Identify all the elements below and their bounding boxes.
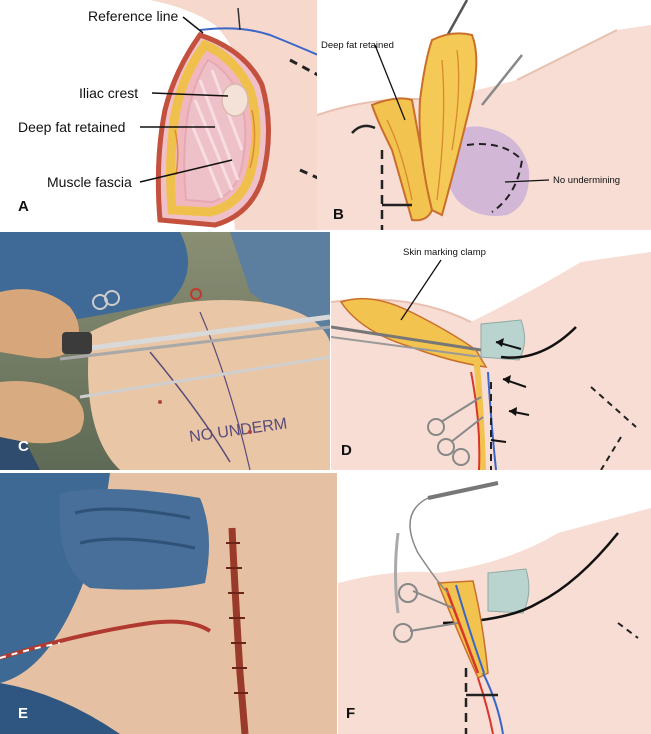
- panel-label-d: D: [341, 442, 352, 459]
- callout-b-deep-fat-retained: Deep fat retained: [321, 40, 394, 51]
- callout-deep-fat-retained: Deep fat retained: [18, 119, 126, 135]
- panel-a-illustration: [0, 0, 318, 230]
- panel-d: Skin marking clamp D: [331, 232, 651, 470]
- panel-b-illustration: [317, 0, 651, 230]
- callout-muscle-fascia: Muscle fascia: [47, 174, 132, 190]
- panel-label-b: B: [333, 206, 344, 223]
- panel-c: NO UNDERM C: [0, 232, 330, 470]
- panel-f-illustration: [338, 473, 651, 734]
- callout-reference-line: Reference line: [88, 8, 179, 24]
- callout-skin-marking-clamp: Skin marking clamp: [403, 247, 486, 258]
- panel-e-photo: [0, 473, 337, 734]
- panel-f: F: [338, 473, 651, 734]
- panel-e: E: [0, 473, 337, 734]
- panel-label-f: F: [346, 705, 356, 722]
- callout-iliac-crest: Iliac crest: [79, 85, 139, 101]
- panel-label-e: E: [18, 705, 29, 722]
- panel-b: Deep fat retained No undermining B: [317, 0, 651, 230]
- panel-d-illustration: [331, 232, 651, 470]
- panel-label-c: C: [18, 438, 29, 455]
- panel-label-a: A: [18, 198, 29, 215]
- panel-a: Reference line Iliac crest Deep fat reta…: [0, 0, 318, 230]
- panel-c-photo: NO UNDERM: [0, 232, 330, 470]
- callout-no-undermining: No undermining: [553, 175, 621, 186]
